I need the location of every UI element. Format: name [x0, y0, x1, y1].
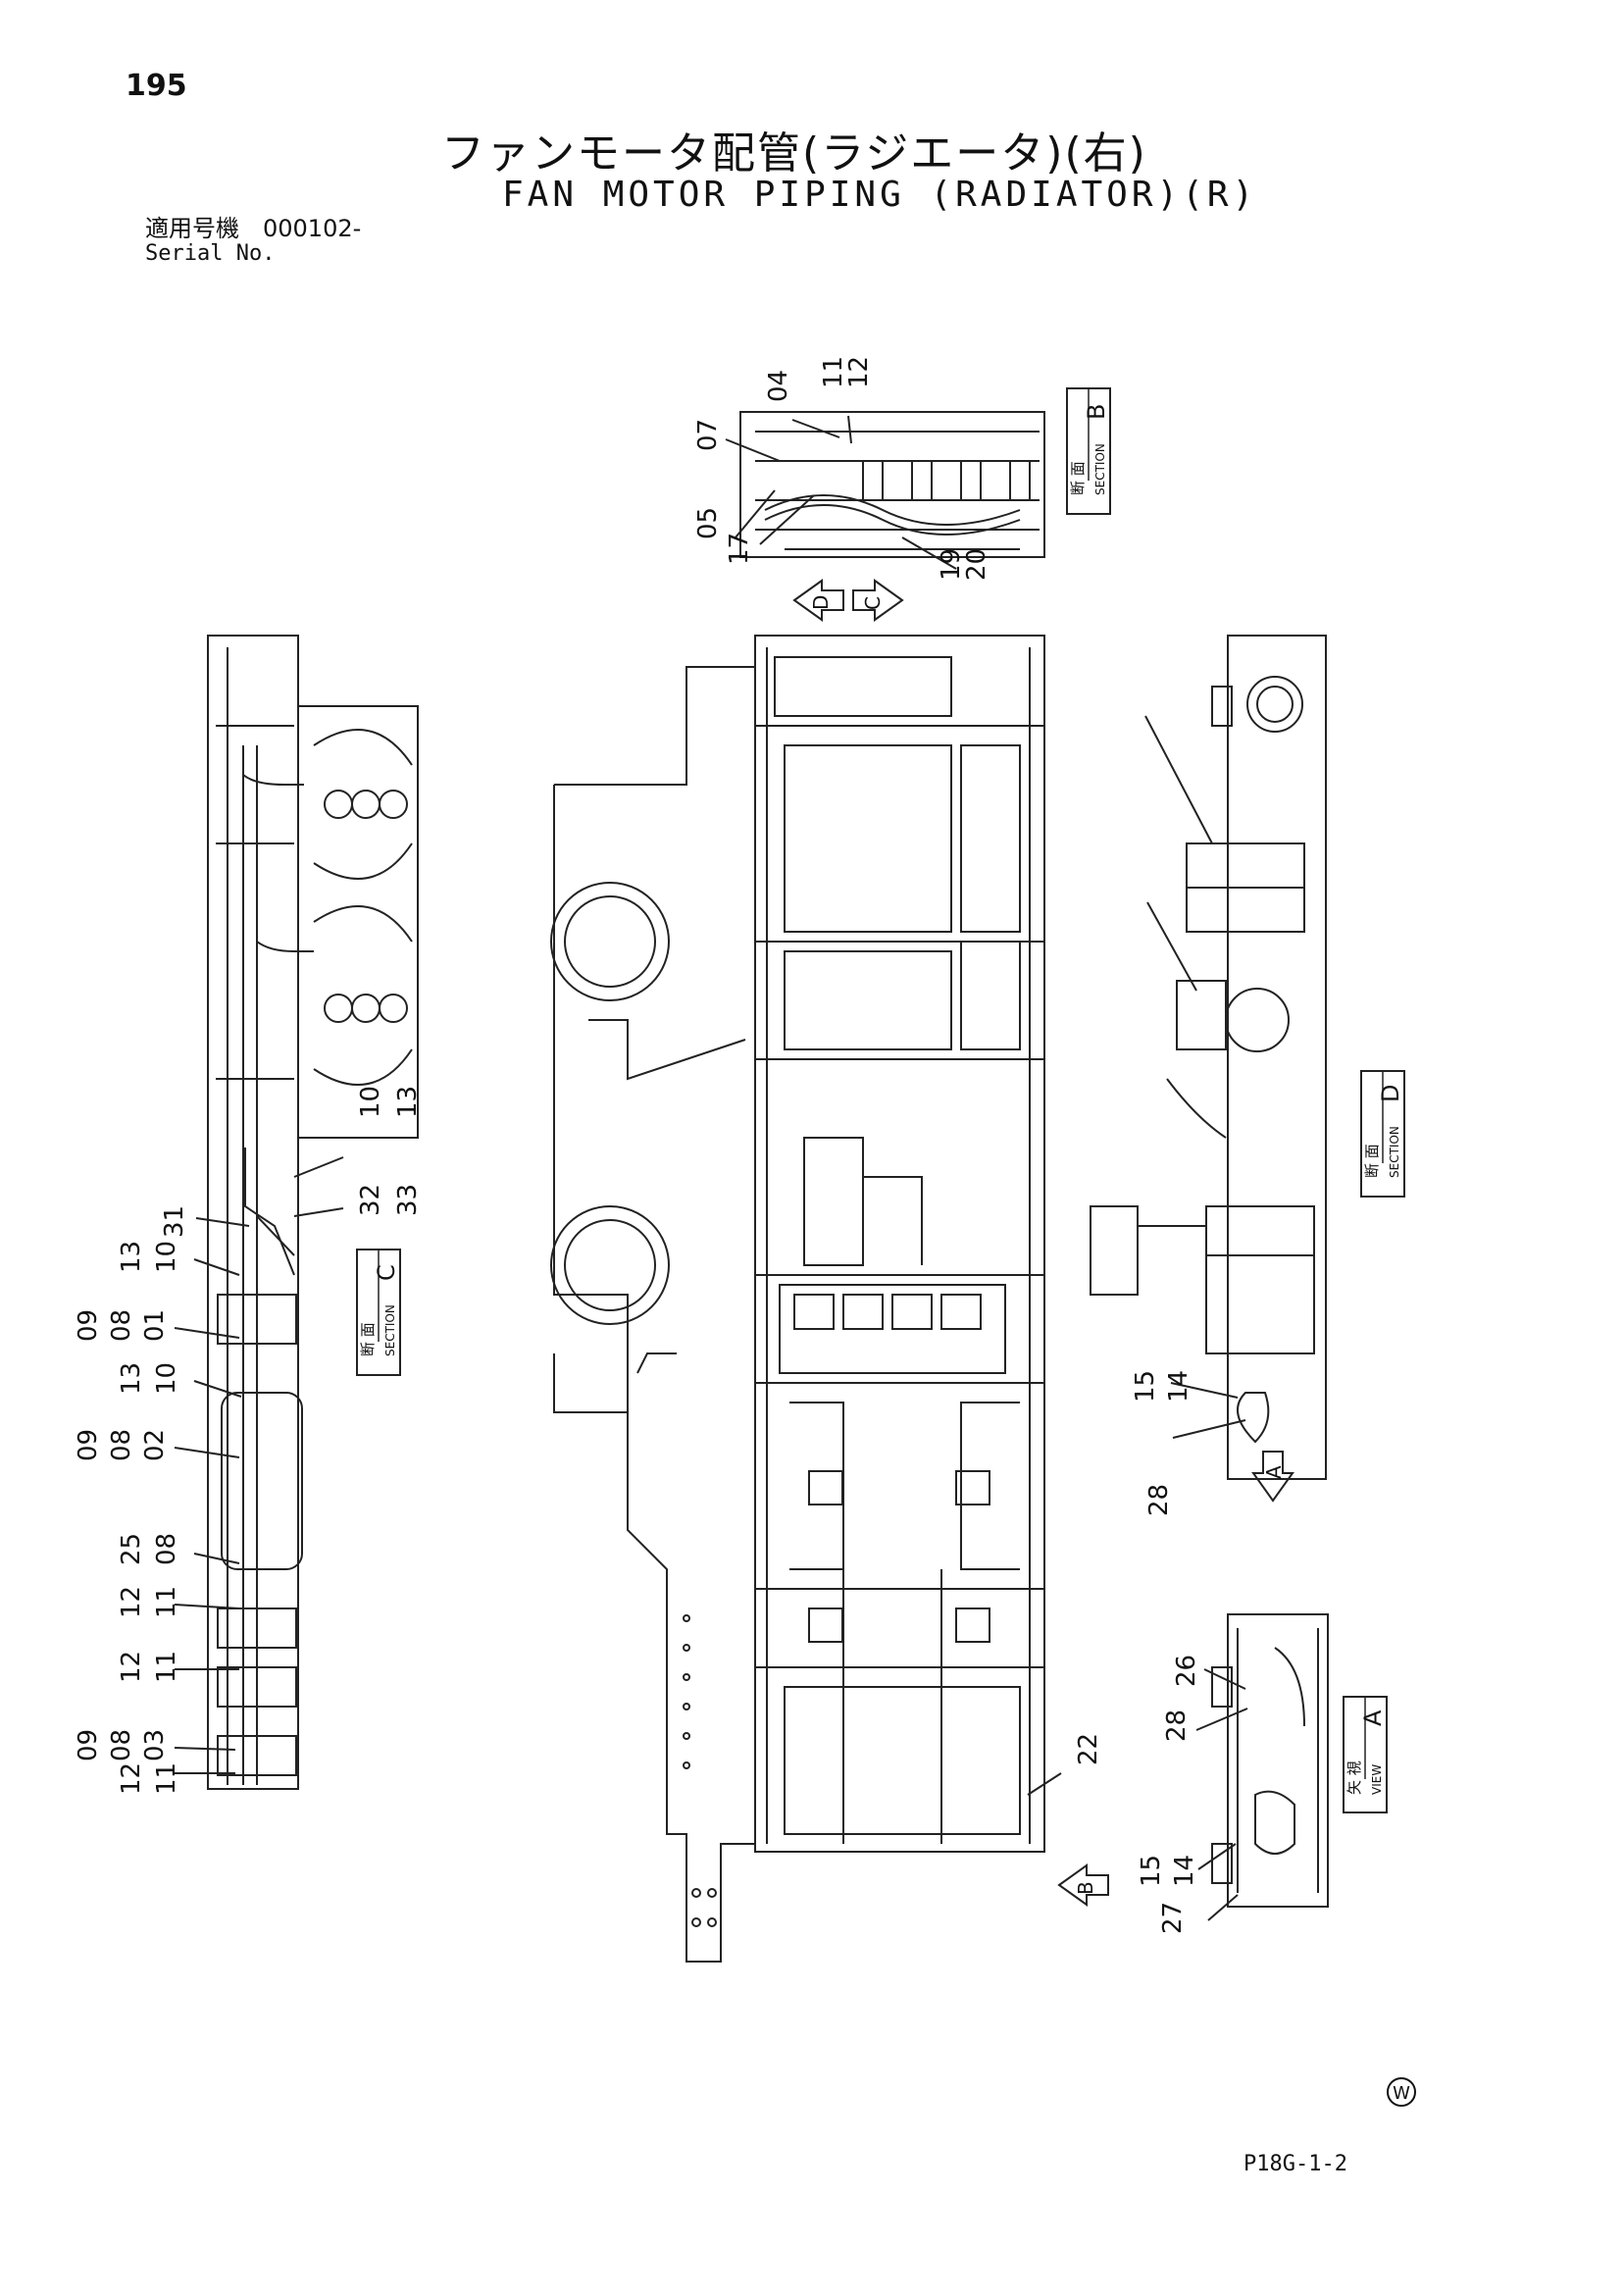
title-english: FAN MOTOR PIPING (RADIATOR)(R)	[502, 175, 1258, 215]
part-label: 27	[1158, 1902, 1188, 1934]
part-label: 28	[1162, 1709, 1192, 1742]
arrow-b-label: B	[1074, 1881, 1097, 1895]
part-label: 32	[356, 1184, 385, 1216]
view-a-detail	[1211, 1613, 1329, 1908]
part-label: 05	[693, 507, 723, 539]
title-japanese: ファンモータ配管(ラジエータ)(右)	[441, 128, 1147, 179]
drawing-code: P18G-1-2	[1243, 2152, 1347, 2176]
part-label: 22	[1074, 1733, 1103, 1765]
left-piping-view	[207, 635, 419, 1790]
part-label: 13	[117, 1362, 146, 1395]
part-label: 12	[117, 1586, 146, 1618]
part-label: 11	[152, 1586, 181, 1618]
arrow-b-shape	[1057, 1863, 1109, 1907]
turntable-outline	[550, 666, 755, 1963]
view-a-box: 矢 視 VIEW A	[1343, 1696, 1388, 1813]
part-label: 10	[356, 1086, 385, 1118]
arrow-a-shape	[1251, 1451, 1294, 1503]
part-label: 33	[393, 1184, 423, 1216]
part-labels: 04 11 12 07 05 17 19 20 10 13 32 33 31 1…	[74, 356, 1201, 1934]
serial-label-jp: 適用号機	[145, 215, 239, 242]
part-label: 08	[152, 1533, 181, 1565]
w-circle-mark: W	[1387, 2077, 1416, 2107]
page-number: 195	[126, 69, 187, 103]
section-d-jp: 断 面	[1363, 1144, 1381, 1178]
part-label: 03	[140, 1729, 170, 1761]
part-label: 11	[152, 1762, 181, 1795]
section-d-box: 断 面 SECTION D	[1360, 1070, 1405, 1198]
section-d-en: SECTION	[1388, 1126, 1401, 1178]
section-c-en: SECTION	[383, 1304, 397, 1356]
part-label: 17	[725, 533, 754, 565]
arrow-c-shape	[852, 579, 904, 622]
main-frame-view	[754, 635, 1045, 1853]
section-c-letter: C	[373, 1264, 400, 1281]
part-label: 11	[819, 356, 848, 388]
section-b-view	[739, 411, 1045, 558]
part-label: 13	[117, 1241, 146, 1273]
part-label: 31	[160, 1205, 189, 1238]
part-label: 07	[693, 419, 723, 451]
part-label: 02	[140, 1429, 170, 1461]
section-d-view	[1090, 635, 1327, 1480]
part-label: 12	[844, 356, 874, 388]
part-label: 12	[117, 1651, 146, 1683]
section-d-letter: D	[1377, 1085, 1404, 1102]
part-label: 19	[937, 548, 966, 581]
part-label: 25	[117, 1533, 146, 1565]
view-a-en: VIEW	[1370, 1764, 1384, 1795]
part-label: 11	[152, 1651, 181, 1683]
serial-value: 000102-	[263, 215, 362, 242]
part-label: 13	[393, 1086, 423, 1118]
part-label: 08	[107, 1429, 136, 1461]
section-c-box: 断 面 SECTION C	[356, 1249, 401, 1376]
serial-block: 適用号機 000102- Serial No.	[145, 216, 361, 267]
part-label: 08	[107, 1309, 136, 1342]
serial-label-en: Serial No.	[145, 241, 276, 266]
part-label: 15	[1137, 1855, 1166, 1887]
part-label: 14	[1170, 1855, 1199, 1887]
section-c-jp: 断 面	[359, 1322, 377, 1356]
part-label: 15	[1131, 1370, 1160, 1403]
section-b-en: SECTION	[1093, 443, 1107, 495]
part-label: 12	[117, 1762, 146, 1795]
section-b-box: 断 面 SECTION B	[1066, 387, 1111, 515]
part-label: 28	[1144, 1484, 1174, 1516]
part-label: 10	[152, 1241, 181, 1273]
view-a-jp: 矢 視	[1345, 1760, 1363, 1795]
part-label: 09	[74, 1429, 103, 1461]
part-label: 04	[764, 370, 793, 402]
arrow-c-label: C	[861, 596, 885, 610]
arrow-d-label: D	[809, 595, 833, 610]
part-label: 26	[1172, 1655, 1201, 1687]
view-a-letter: A	[1359, 1709, 1387, 1726]
part-label: 08	[107, 1729, 136, 1761]
part-label: 14	[1164, 1370, 1193, 1403]
part-label: 09	[74, 1309, 103, 1342]
part-label: 20	[962, 548, 991, 581]
part-label: 01	[140, 1309, 170, 1342]
section-b-jp: 断 面	[1069, 461, 1087, 495]
arrow-a-label: A	[1262, 1465, 1286, 1479]
arrow-d-shape	[792, 579, 844, 622]
section-b-letter: B	[1083, 404, 1110, 420]
part-label: 09	[74, 1729, 103, 1761]
part-label: 10	[152, 1362, 181, 1395]
